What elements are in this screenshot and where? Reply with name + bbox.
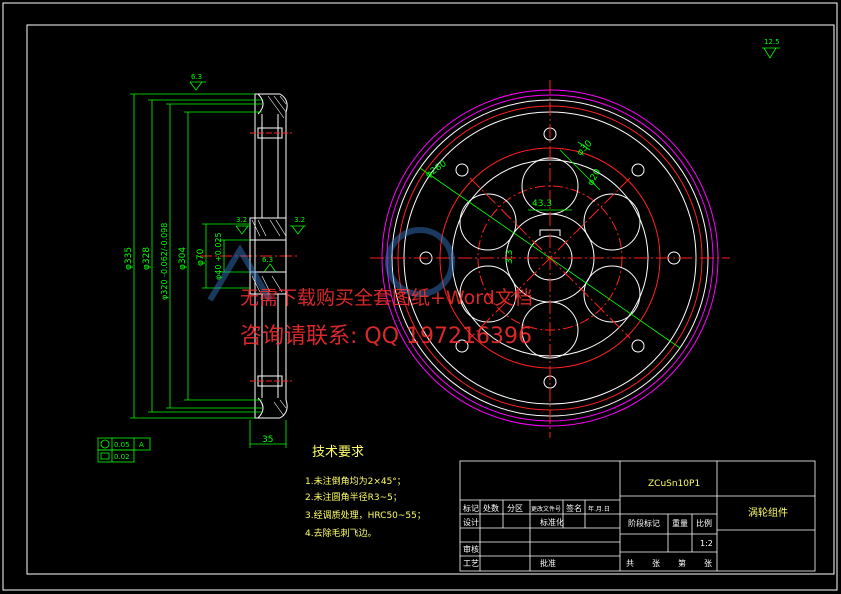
tb-sheet-1: 张 [652, 559, 660, 568]
tb-review: 审核 [463, 544, 479, 554]
tb-header-0: 标记 [463, 503, 479, 513]
dim-bolt: φ30 [575, 139, 595, 159]
tb-sheet-3: 张 [704, 559, 712, 568]
tech-title: 技术要求 [312, 445, 364, 460]
dim-d320: φ320 -0.062/-0.098 [160, 223, 169, 300]
tech-item-1: 1.未注倒角均为2×45°； [305, 475, 406, 487]
tb-part-name: 涡轮组件 [748, 506, 788, 519]
tb-standard: 标准化 [540, 517, 564, 527]
tech-item-4: 4.去除毛刺飞边。 [305, 527, 377, 539]
section-view [200, 93, 300, 419]
tb-approve: 批准 [540, 558, 556, 568]
tech-item-2: 2.未注圆角半径R3~5； [305, 491, 402, 503]
watermark-logo [207, 227, 455, 302]
tb-sheet-0: 共 [626, 559, 634, 568]
watermark-line2: 咨询请联系: QQ 197216396 [240, 324, 532, 349]
dim-d40: φ40 +0.025 [214, 232, 223, 280]
tb-header-3: 更改文件号 [531, 505, 561, 513]
inner-frame [26, 24, 835, 575]
tb-header-5: 年.月.日 [588, 505, 610, 513]
tb-design: 设计 [463, 517, 479, 527]
tb-header-4: 签名 [566, 503, 582, 513]
dim-d304: φ304 [178, 247, 188, 270]
watermark-line1: 无需下载购买全套图纸+Word文档 [240, 287, 533, 309]
tb-scale-label: 比例 [696, 518, 712, 528]
tb-header-1: 处数 [483, 503, 499, 513]
tb-weight: 重量 [672, 518, 688, 528]
front-dimensions [419, 47, 780, 349]
dim-d70: φ70 [196, 248, 206, 266]
roughness-corner: 12.5 [764, 38, 780, 46]
dim-hole-dia: φ20 [586, 167, 603, 187]
tb-material: ZCuSn10P1 [648, 479, 700, 489]
section-dimensions [97, 81, 306, 463]
front-view [370, 80, 730, 438]
roughness-top: 6.3 [191, 73, 202, 81]
tb-process: 工艺 [463, 559, 479, 568]
roughness-hub2: 3.2 [294, 216, 305, 224]
roughness-hub: 3.2 [236, 216, 247, 224]
dim-hole-pcd: φ260 [424, 159, 449, 181]
tb-header-2: 分区 [507, 504, 523, 513]
tol-value-1: 0.05 [114, 441, 130, 449]
tb-scale: 1:2 [700, 539, 713, 548]
dim-keyway: 43.3 [532, 199, 552, 209]
tol-value-2: 0.02 [114, 453, 130, 461]
tb-stage: 阶段标记 [628, 518, 660, 528]
roughness-mid: 6.3 [262, 256, 273, 264]
dim-d335: φ335 [124, 247, 134, 270]
dim-width: 35 [262, 435, 273, 445]
dim-d328: φ328 [142, 247, 152, 270]
title-block [459, 460, 816, 572]
dim-hub: 3.3 [505, 250, 515, 264]
tol-datum: A [139, 441, 144, 449]
tech-item-3: 3.经调质处理，HRC50~55； [305, 509, 426, 521]
tb-sheet-2: 第 [678, 558, 686, 568]
